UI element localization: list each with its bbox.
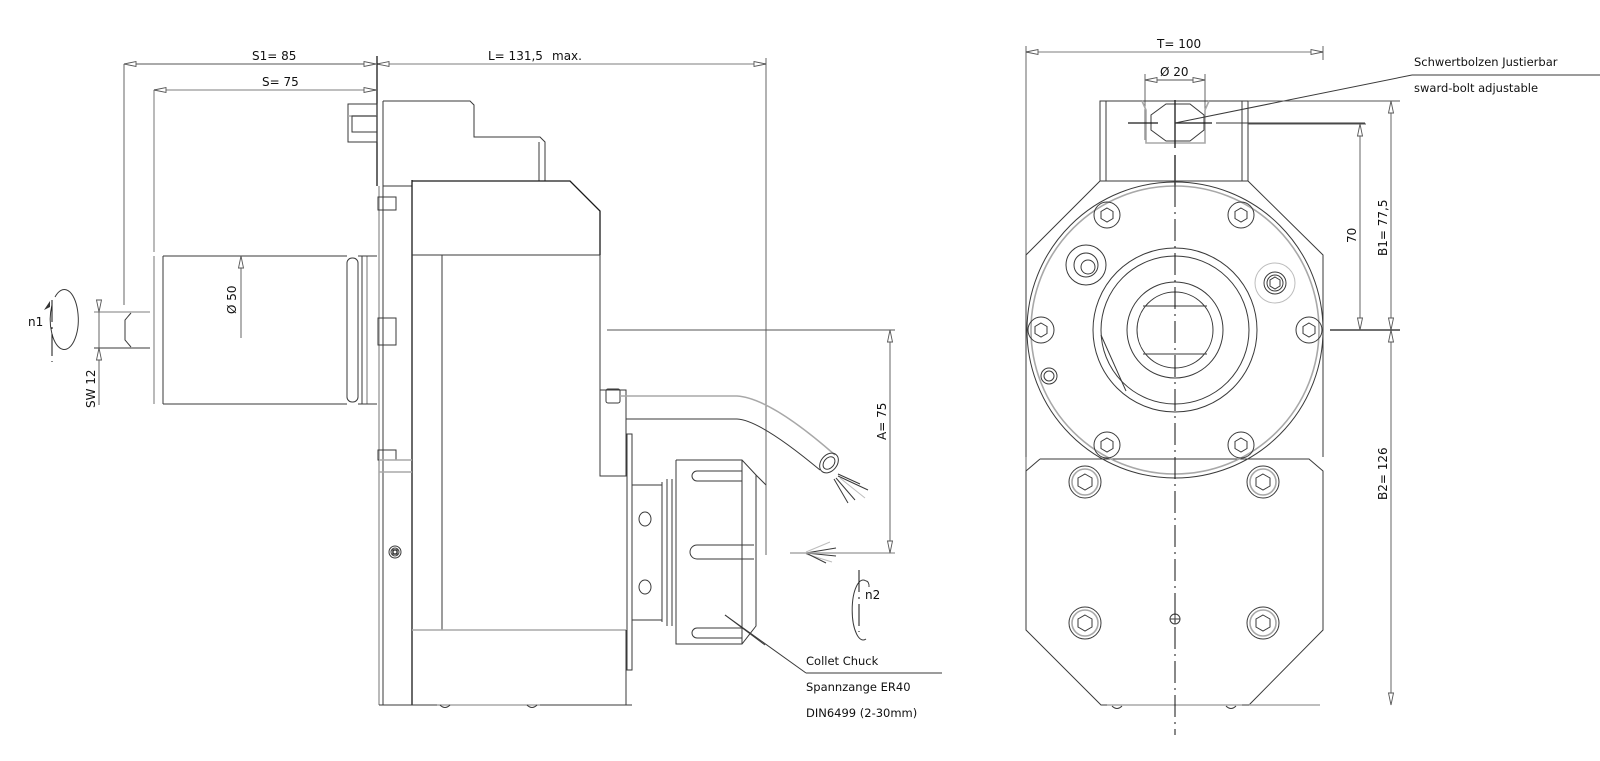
front-housing xyxy=(1025,180,1324,709)
dimension-b1-label: B1= 77,5 xyxy=(1376,200,1390,256)
dimension-s: S= 75 xyxy=(153,75,377,252)
dimension-s1: S1= 85 xyxy=(123,49,377,305)
dimension-b1: B1= 77,5 xyxy=(1248,100,1400,331)
rotation-n1-label: n1 xyxy=(28,315,43,329)
coolant-spray-icon xyxy=(805,473,869,564)
collet-callout: Collet Chuck Spannzange ER40 DIN6499 (2-… xyxy=(724,614,942,720)
bolt-icon xyxy=(1246,465,1280,499)
lower-plate-bolts xyxy=(1068,465,1280,640)
dimension-l-suffix: max. xyxy=(552,49,582,63)
dimension-b2: B2= 126 xyxy=(1376,329,1395,706)
bolt-icon xyxy=(1295,316,1323,344)
dimension-s1-label: S1= 85 xyxy=(252,49,296,63)
front-view: T= 100 Ø 20 Schwertb xyxy=(1025,37,1600,735)
flange-bolts xyxy=(1027,201,1323,459)
bolt-icon xyxy=(1068,465,1102,499)
housing-body xyxy=(412,180,627,708)
sward-bolt-callout: Schwertbolzen Justierbar sward-bolt adju… xyxy=(1174,55,1600,124)
dimension-a-label: A= 75 xyxy=(875,403,889,440)
dimension-sw: SW 12 xyxy=(84,299,103,408)
collet-callout-line3: DIN6499 (2-30mm) xyxy=(806,706,917,720)
collet-callout-line1: Collet Chuck xyxy=(806,654,879,668)
flange-plate xyxy=(376,56,632,706)
sward-bolt-callout-line1: Schwertbolzen Justierbar xyxy=(1414,55,1558,69)
bolt-icon xyxy=(1027,316,1055,344)
sward-bolt-block xyxy=(1099,100,1249,185)
dimension-bolt-diameter-label: Ø 20 xyxy=(1160,65,1189,79)
dimension-diameter-label: Ø 50 xyxy=(225,285,239,314)
dimension-sw-label: SW 12 xyxy=(84,369,98,408)
dimension-70-label: 70 xyxy=(1345,228,1359,243)
bolt-icon xyxy=(1093,201,1121,229)
collet-chuck xyxy=(626,433,767,671)
coolant-fitting-icon xyxy=(1065,244,1107,286)
coolant-pipe xyxy=(599,388,869,564)
dimension-b2-label: B2= 126 xyxy=(1376,447,1390,500)
bolt-icon xyxy=(1227,431,1255,459)
dimension-70: 70 xyxy=(1248,123,1400,331)
bolt-icon xyxy=(1227,201,1255,229)
bolt-icon xyxy=(1068,606,1102,640)
bolt-icon xyxy=(1246,606,1280,640)
sward-bolt-callout-line2: sward-bolt adjustable xyxy=(1414,81,1538,95)
dimension-a: A= 75 xyxy=(607,329,895,554)
dimension-s-label: S= 75 xyxy=(262,75,299,89)
drive-cylinder: Ø 50 xyxy=(94,255,377,405)
dimension-l-label: L= 131,5 xyxy=(488,49,543,63)
rotation-n2-label: n2 xyxy=(865,588,880,602)
small-screw-icon xyxy=(1040,367,1058,385)
bolt-icon xyxy=(1093,431,1121,459)
collet-callout-line2: Spannzange ER40 xyxy=(806,680,911,694)
rotation-n1: n1 xyxy=(28,289,79,362)
rotation-n2: n2 xyxy=(851,570,880,641)
dimension-t-label: T= 100 xyxy=(1156,37,1201,51)
center-mark-icon xyxy=(1169,613,1181,625)
side-view: S1= 85 S= 75 L= 131,5 max. xyxy=(28,49,942,720)
top-mounting-block xyxy=(347,100,546,186)
dimension-l: L= 131,5 max. xyxy=(376,49,767,555)
plug-screw-icon xyxy=(1254,262,1296,304)
